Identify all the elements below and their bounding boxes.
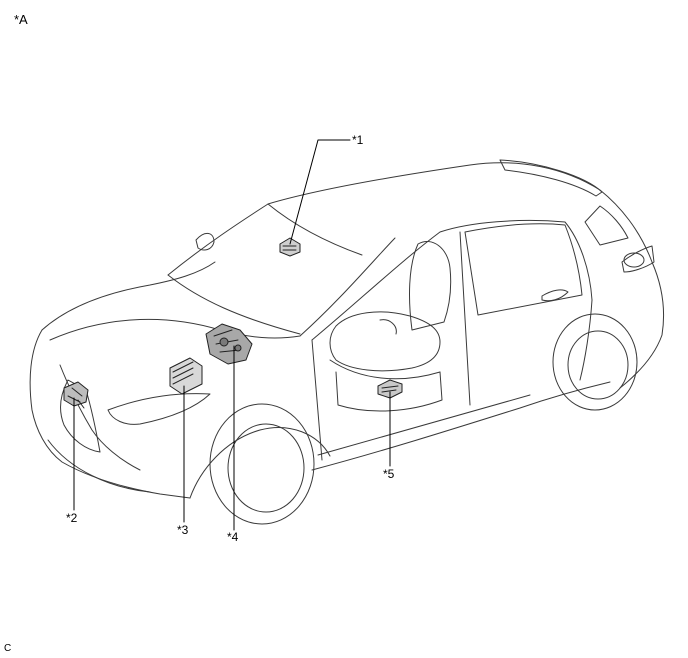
footer-code: C bbox=[4, 643, 12, 654]
component-5 bbox=[377, 379, 403, 399]
leader-lines bbox=[73, 139, 391, 531]
component-4 bbox=[205, 323, 253, 365]
callout-label-4: *4 bbox=[227, 530, 239, 544]
leader-line-1 bbox=[289, 139, 351, 245]
callout-label-2: *2 bbox=[66, 511, 78, 525]
component-1 bbox=[279, 237, 301, 257]
component-3 bbox=[169, 357, 203, 395]
callout-label-1: *1 bbox=[352, 133, 364, 147]
driver-seat bbox=[329, 241, 452, 412]
component-2 bbox=[63, 381, 89, 409]
view-label: *A bbox=[14, 12, 28, 27]
callout-label-5: *5 bbox=[383, 467, 395, 481]
callout-label-3: *3 bbox=[177, 523, 189, 537]
car-body-outline bbox=[29, 159, 665, 525]
